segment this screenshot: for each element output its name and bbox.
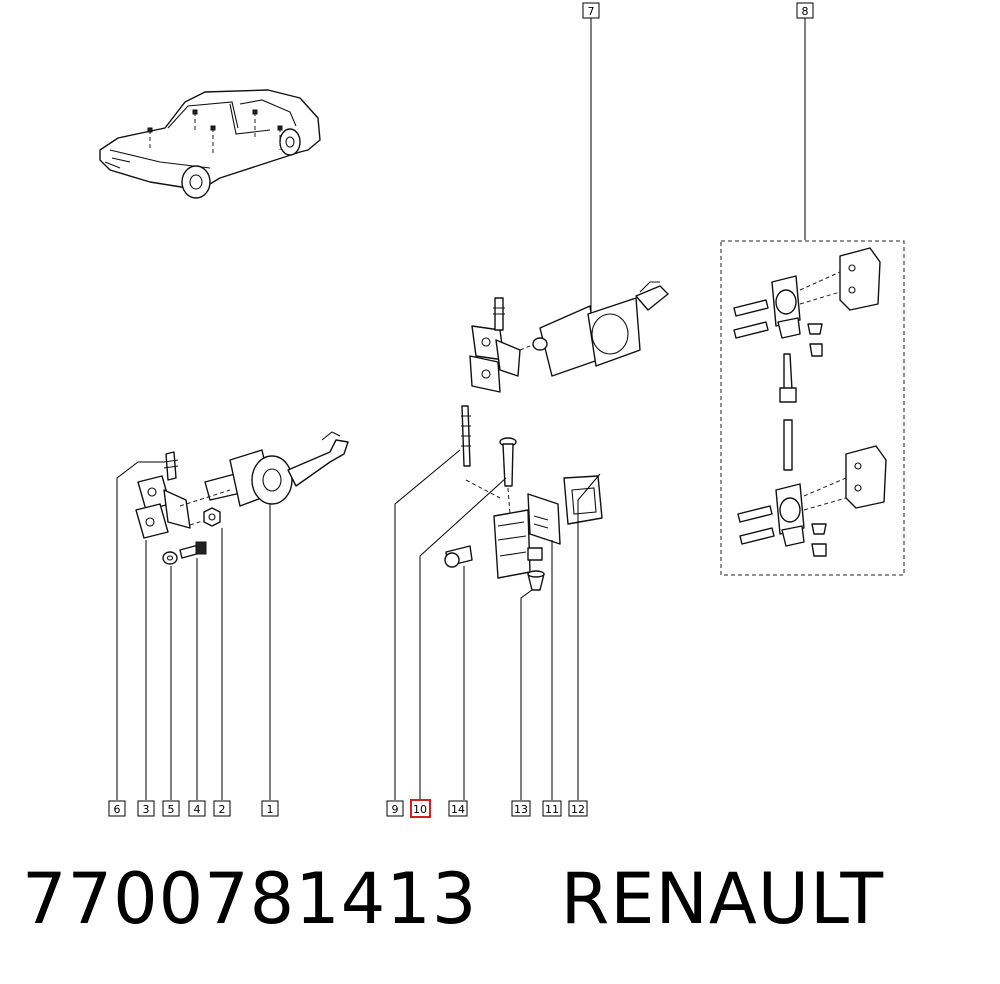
hinge-set-frame bbox=[720, 240, 905, 576]
svg-text:6: 6 bbox=[114, 803, 121, 816]
door-check-assembly bbox=[135, 431, 349, 565]
svg-text:12: 12 bbox=[571, 803, 585, 816]
footer-caption: 7700781413 RENAULT bbox=[22, 858, 884, 948]
svg-text:2: 2 bbox=[219, 803, 226, 816]
svg-text:1: 1 bbox=[267, 803, 274, 816]
svg-text:9: 9 bbox=[392, 803, 399, 816]
part-number: 7700781413 bbox=[22, 858, 478, 940]
callout-6: 6 bbox=[108, 800, 126, 817]
callout-9: 9 bbox=[386, 800, 404, 817]
lower-hinge-parts bbox=[444, 405, 603, 591]
leader-lines bbox=[116, 18, 806, 800]
svg-text:11: 11 bbox=[545, 803, 559, 816]
callout-4: 4 bbox=[188, 800, 206, 817]
svg-text:8: 8 bbox=[802, 5, 809, 18]
callout-5: 5 bbox=[162, 800, 180, 817]
svg-text:3: 3 bbox=[143, 803, 150, 816]
callout-14: 14 bbox=[448, 800, 468, 817]
brand-name: RENAULT bbox=[560, 858, 885, 940]
svg-text:13: 13 bbox=[514, 803, 528, 816]
svg-text:10: 10 bbox=[413, 803, 427, 816]
callout-3: 3 bbox=[137, 800, 155, 817]
callout-2: 2 bbox=[213, 800, 231, 817]
callout-7: 7 bbox=[582, 2, 600, 19]
car-illustration bbox=[99, 89, 321, 199]
hinge-location-markers bbox=[147, 109, 283, 155]
callout-8: 8 bbox=[796, 2, 814, 19]
svg-text:5: 5 bbox=[168, 803, 175, 816]
callout-11: 11 bbox=[542, 800, 562, 817]
callout-1: 1 bbox=[261, 800, 279, 817]
svg-text:4: 4 bbox=[194, 803, 201, 816]
svg-text:7: 7 bbox=[588, 5, 595, 18]
callout-12: 12 bbox=[568, 800, 588, 817]
svg-text:14: 14 bbox=[451, 803, 465, 816]
callout-10-highlighted: 10 bbox=[410, 799, 431, 818]
callout-13: 13 bbox=[511, 800, 531, 817]
upper-hinge-assembly bbox=[469, 281, 669, 393]
